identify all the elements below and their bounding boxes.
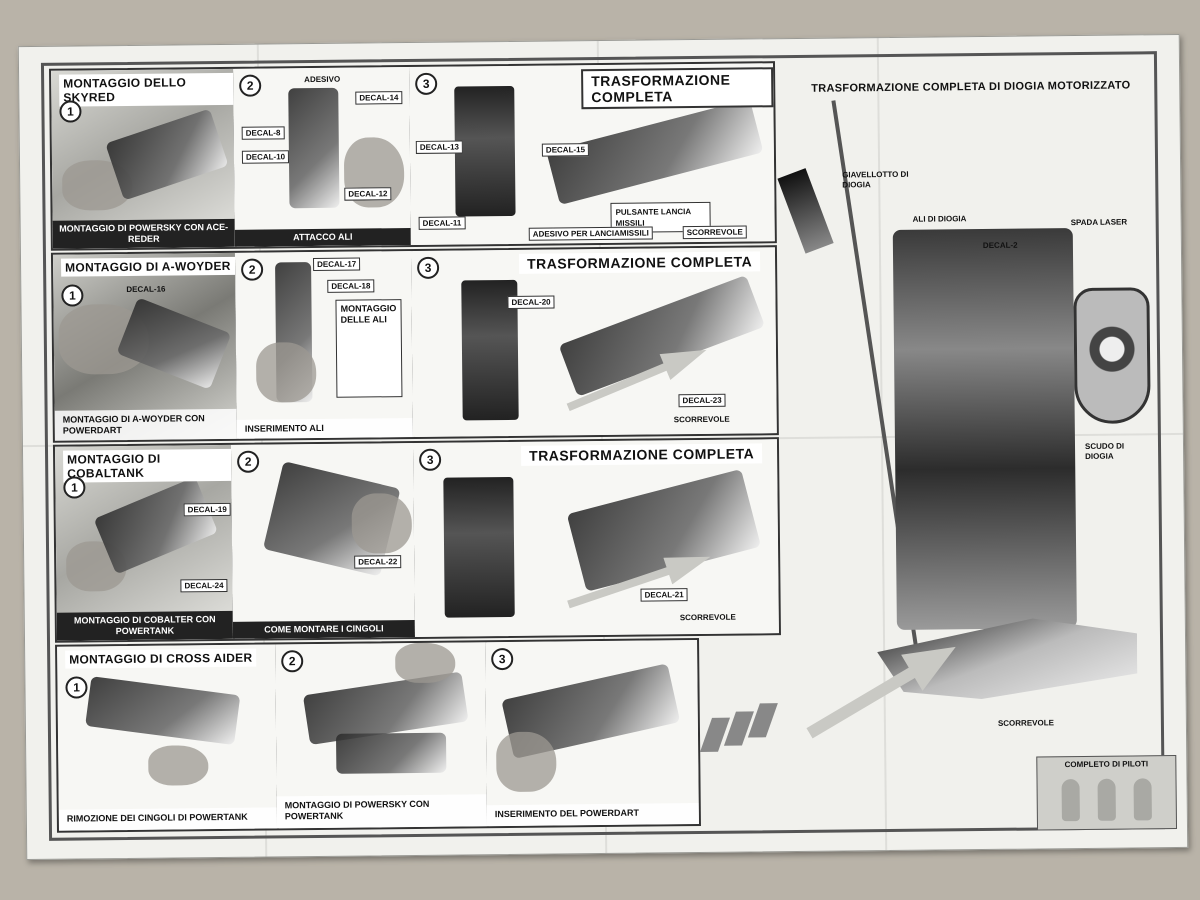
step-number: 2 bbox=[239, 74, 262, 97]
arrow-segment bbox=[747, 703, 778, 738]
step-number: 3 bbox=[419, 448, 442, 471]
arrow-segment bbox=[723, 711, 754, 746]
diogia-robot-image bbox=[892, 228, 1077, 630]
section-title: MONTAGGIO DELLO SKYRED bbox=[59, 72, 234, 107]
step-caption: INSERIMENTO DEL POWERDART bbox=[486, 803, 699, 827]
decal-label: DECAL-18 bbox=[327, 279, 375, 293]
wing-inset: MONTAGGIO DELLE ALI bbox=[335, 299, 403, 398]
step-number: 3 bbox=[415, 72, 438, 95]
step-number: 1 bbox=[61, 284, 84, 307]
tank-image bbox=[335, 732, 447, 774]
shield-image bbox=[1073, 287, 1151, 425]
hand-image bbox=[148, 745, 209, 786]
step-number: 1 bbox=[59, 100, 82, 123]
step-number: 3 bbox=[416, 256, 440, 279]
section-awoyder: MONTAGGIO DI A-WOYDER 1 DECAL-16 MONTAGG… bbox=[50, 245, 779, 443]
photo bbox=[57, 644, 277, 831]
decal-label: DECAL-10 bbox=[241, 150, 290, 164]
cobaltank-step-3: 3 TRASFORMAZIONE COMPLETA DECAL-21 SCORR… bbox=[412, 439, 779, 637]
decal-label: ADESIVO bbox=[304, 74, 341, 85]
decal-label: DECAL-8 bbox=[241, 126, 285, 140]
assembly-steps: MONTAGGIO DELLO SKYRED 1 MONTAGGIO DI PO… bbox=[49, 61, 781, 833]
hand-image bbox=[495, 731, 557, 793]
toy-image bbox=[288, 87, 340, 209]
decal-label: DECAL-21 bbox=[640, 588, 688, 602]
step-caption: MONTAGGIO DI POWERSKY CON POWERTANK bbox=[276, 794, 487, 829]
step-caption: ATTACCO ALI bbox=[234, 228, 411, 247]
cobaltank-step-2: 2 DECAL-22 COME MONTARE I CINGOLI bbox=[230, 442, 417, 639]
skyred-step-2: 2 ADESIVO DECAL-14 DECAL-8 DECAL-10 DECA… bbox=[233, 66, 413, 247]
decal-label: DECAL-23 bbox=[678, 393, 726, 408]
decal-label: DECAL-15 bbox=[541, 143, 590, 157]
arrow-segment bbox=[700, 717, 731, 753]
decal-label: DECAL-16 bbox=[126, 284, 166, 294]
crossaider-step-1: MONTAGGIO DI CROSS AIDER 1 RIMOZIONE DEI… bbox=[57, 644, 279, 831]
section-cobaltank: MONTAGGIO DI COBALTANK 1 DECAL-19 DECAL-… bbox=[52, 437, 781, 643]
crossaider-step-3: 3 INSERIMENTO DEL POWERDART bbox=[485, 640, 699, 827]
step-number: 1 bbox=[65, 676, 88, 699]
step-number: 2 bbox=[281, 650, 304, 673]
hand-image bbox=[255, 342, 317, 403]
pilot-figure bbox=[1097, 778, 1116, 821]
step-number: 3 bbox=[491, 647, 514, 671]
pilots-title: COMPLETO DI PILOTI bbox=[1064, 759, 1149, 770]
decal-label: DECAL-12 bbox=[344, 187, 392, 201]
decal-label: DECAL-17 bbox=[313, 257, 361, 272]
sliding-label: SCORREVOLE bbox=[682, 225, 747, 240]
sliding-label: SCORREVOLE bbox=[673, 414, 730, 425]
instruction-sheet: MONTAGGIO DELLO SKYRED 1 MONTAGGIO DI PO… bbox=[17, 33, 1189, 861]
step-caption: INSERIMENTO ALI bbox=[236, 417, 413, 439]
step-number: 2 bbox=[237, 450, 260, 473]
hand-image bbox=[395, 642, 456, 684]
laser-sword-label: SPADA LASER bbox=[1070, 217, 1128, 228]
diogia-title: TRASFORMAZIONE COMPLETA DI DIOGIA MOTORI… bbox=[811, 79, 1131, 95]
decal-label: DECAL-2 bbox=[982, 240, 1018, 251]
awoyder-step-2: 2 DECAL-17 DECAL-18 MONTAGGIO DELLE ALI … bbox=[234, 250, 415, 439]
cobaltank-step-1: MONTAGGIO DI COBALTANK 1 DECAL-19 DECAL-… bbox=[54, 444, 235, 641]
transformation-title: TRASFORMAZIONE COMPLETA bbox=[518, 251, 761, 274]
robot-image bbox=[454, 85, 516, 217]
pilots-box: COMPLETO DI PILOTI bbox=[1036, 755, 1178, 831]
sliding-label: SCORREVOLE bbox=[679, 612, 736, 623]
step-caption: RIMOZIONE DEI CINGOLI DI POWERTANK bbox=[58, 807, 277, 831]
step-caption: MONTAGGIO DI COBALTER CON POWERTANK bbox=[56, 610, 233, 641]
decal-label: DECAL-11 bbox=[418, 216, 466, 230]
decal-label: DECAL-24 bbox=[180, 578, 228, 593]
pilot-figure bbox=[1133, 778, 1152, 821]
step-number: 2 bbox=[241, 258, 264, 281]
decal-label: DECAL-22 bbox=[354, 555, 402, 569]
decal-label: DECAL-19 bbox=[183, 502, 231, 517]
step-caption: MONTAGGIO DI A-WOYDER CON POWERDART bbox=[54, 408, 237, 441]
section-title: MONTAGGIO DI COBALTANK bbox=[63, 448, 232, 483]
pilot-figure bbox=[1061, 779, 1080, 822]
awoyder-step-3: 3 TRASFORMAZIONE COMPLETA DECAL-20 DECAL… bbox=[410, 247, 777, 437]
crossaider-step-2: 2 MONTAGGIO DI POWERSKY CON POWERTANK bbox=[275, 642, 489, 829]
skyred-step-1: MONTAGGIO DELLO SKYRED 1 MONTAGGIO DI PO… bbox=[51, 68, 237, 249]
transformation-title: TRASFORMAZIONE COMPLETA bbox=[581, 67, 774, 110]
transformation-title: TRASFORMAZIONE COMPLETA bbox=[520, 443, 763, 466]
awoyder-step-1: MONTAGGIO DI A-WOYDER 1 DECAL-16 MONTAGG… bbox=[52, 252, 239, 441]
robot-image bbox=[443, 476, 515, 618]
step-caption: COME MONTARE I CINGOLI bbox=[232, 619, 415, 639]
decal-label: DECAL-14 bbox=[355, 91, 403, 105]
javelin-label: GIAVELLOTTO DI DIOGIA bbox=[842, 169, 909, 190]
skyred-step-3: 3 TRASFORMAZIONE COMPLETA DECAL-13 DECAL… bbox=[409, 63, 775, 246]
sliding-label: SCORREVOLE bbox=[997, 718, 1054, 728]
hand-image bbox=[351, 493, 413, 554]
step-caption: MONTAGGIO DI POWERSKY CON ACE-REDER bbox=[52, 218, 235, 249]
sticker-label: ADESIVO PER LANCIAMISSILI bbox=[528, 226, 653, 241]
decal-label: DECAL-20 bbox=[507, 295, 555, 309]
wings-label: ALI DI DIOGIA bbox=[912, 214, 967, 224]
diogia-panel: TRASFORMAZIONE COMPLETA DI DIOGIA MOTORI… bbox=[771, 57, 1178, 831]
section-title: MONTAGGIO DI A-WOYDER bbox=[60, 256, 235, 277]
section-skyred: MONTAGGIO DELLO SKYRED 1 MONTAGGIO DI PO… bbox=[49, 61, 777, 251]
step-number: 1 bbox=[63, 476, 86, 499]
decal-label: DECAL-13 bbox=[415, 140, 464, 154]
shield-label: SCUDO DI DIOGIA bbox=[1084, 441, 1125, 461]
section-crossaider: MONTAGGIO DI CROSS AIDER 1 RIMOZIONE DEI… bbox=[55, 638, 701, 833]
laser-sword-image bbox=[777, 168, 834, 254]
section-title: MONTAGGIO DI CROSS AIDER bbox=[65, 648, 257, 669]
